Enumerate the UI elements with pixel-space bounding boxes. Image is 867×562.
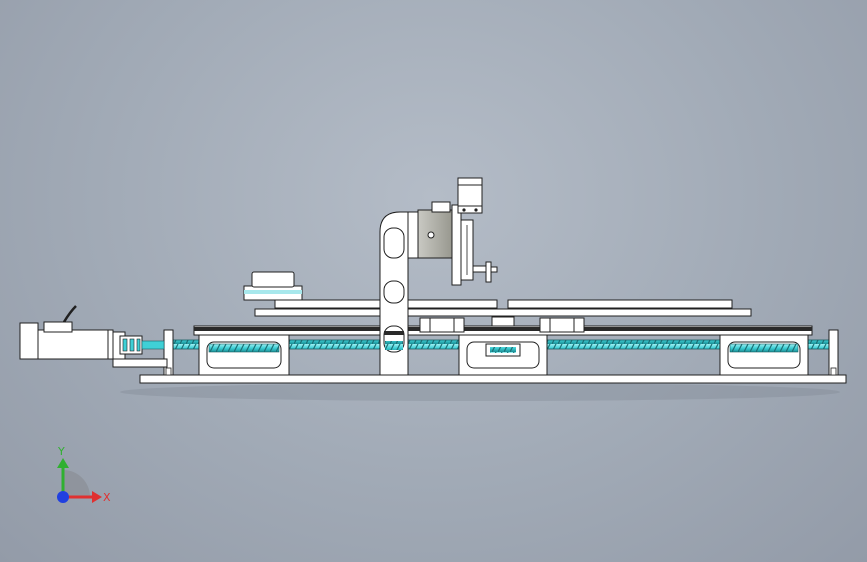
carriage-plate-lower[interactable] [254,308,752,317]
rail-slider-block-2[interactable] [539,317,585,333]
fixture-block[interactable] [243,271,303,301]
gripper-tool[interactable] [472,261,498,283]
head-motor-housing[interactable] [417,201,453,259]
shaft-icon [427,231,435,239]
shaft-coupling[interactable] [119,335,165,355]
ground-shadow [120,383,840,401]
servo-motor[interactable] [19,305,114,360]
x-axis-label: X [103,491,111,504]
z-axis-dot-icon [57,491,69,503]
head-vertical-slide[interactable] [451,204,474,286]
rail-slider-block-1[interactable] [419,317,465,333]
end-bearing-left[interactable] [163,329,174,376]
support-frame-right[interactable] [719,334,809,376]
head-mount-plate[interactable] [407,211,419,259]
base-plate[interactable] [139,374,847,384]
x-arrowhead-icon [92,491,102,503]
xyz-triad-icon[interactable]: Y X [57,445,111,504]
motor-cable [62,305,77,323]
y-axis-label: Y [57,445,65,458]
end-bearing-right[interactable] [828,329,839,376]
linear-rail[interactable] [193,325,813,336]
support-frame-middle[interactable] [458,334,548,376]
vertical-column[interactable] [379,211,409,376]
carriage-plate-upper[interactable] [274,299,733,309]
support-frame-left[interactable] [198,334,290,376]
air-cylinder[interactable] [457,177,483,214]
screw-nut-block[interactable] [491,316,515,327]
y-arrowhead-icon [57,458,69,468]
